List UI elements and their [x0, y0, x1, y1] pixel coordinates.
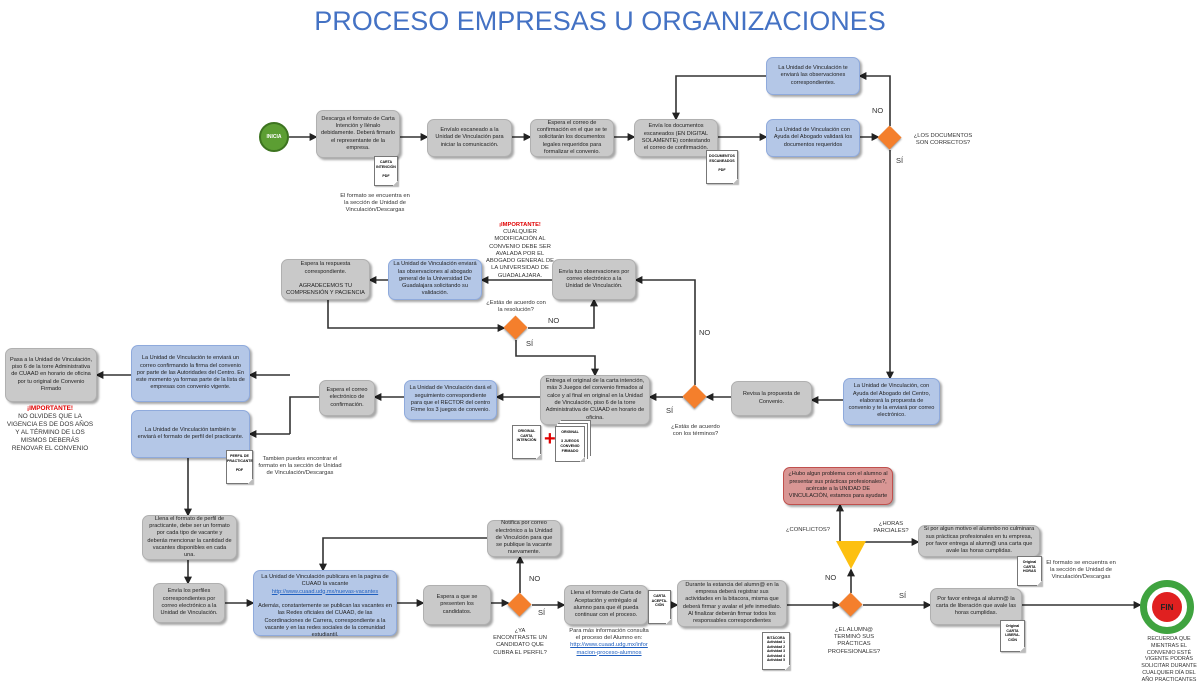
end-node: FIN	[1140, 580, 1194, 634]
step-descarga: Descarga el formato de Carta Intención y…	[316, 110, 400, 158]
yes-label: SÍ	[526, 339, 534, 348]
document-icon-carta-intencion: CARTA INTENCIÓN PDF	[374, 156, 398, 186]
step-carta-liberacion: Por favor entrega al alumn@ la carta de …	[930, 588, 1022, 625]
important-text: CUALQUIER MODIFICACIÓN AL CONVENIO DEBE …	[485, 229, 555, 279]
important-vigencia-note: ¡IMPORTANTE!NO OLVIDES QUE LA VIGENCIA E…	[6, 405, 94, 453]
start-node: INICIA	[259, 122, 289, 152]
step-problema: ¿Hubo algun problema con el alumno al pr…	[783, 467, 893, 505]
step-revisa-propuesta: Revisa la propuesta de Convenio.	[731, 381, 812, 416]
step-uv-abogado: La Unidad de Vinculación enviará las obs…	[388, 259, 482, 300]
question-horas-parciales: ¿HORAS PARCIALES?	[873, 521, 909, 535]
reminder-note: RECUERDA QUE MIENTRAS EL CONVENIO ESTÉ V…	[1141, 636, 1197, 683]
important-label: ¡IMPORTANTE!	[499, 222, 541, 228]
question-docs-correctos: ¿LOS DOCUMENTOS SON CORRECTOS?	[913, 133, 973, 147]
mas-info-text: Para más información consulta el proceso…	[569, 628, 649, 642]
no-label: NO	[548, 316, 560, 325]
question-candidato: ¿YA ENCONTRASTE UN CANDIDATO QUE CUBRA E…	[493, 628, 547, 656]
note-descargas-2: El formato se encuentra en la sección de…	[1046, 560, 1116, 581]
step-propuesta-convenio: La Unidad de Vinculación, con Ayuda del …	[843, 378, 940, 425]
question-termino: ¿EL ALUMN@ TERMINÓ SUS PRÁCTICAS PROFESI…	[827, 627, 881, 655]
step-entrega-original: Entrega el original de la carta intenció…	[540, 375, 650, 425]
step-espera-respuesta: Espera la respuesta correspondiente. AGR…	[281, 259, 370, 300]
end-label: FIN	[1152, 592, 1182, 622]
no-label: NO	[825, 573, 837, 582]
plus-icon: +	[544, 428, 556, 450]
step-espera-candidatos: Espera a que se presenten los candidatos…	[423, 585, 491, 625]
step-correo-firma: La Unidad de Vinculación te enviará un c…	[131, 345, 250, 402]
step-pasa-uv: Pasa a la Unidad de Vinculación, piso 6 …	[5, 348, 97, 402]
note-mas-info: Para más información consulta el proceso…	[568, 628, 650, 657]
step-notifica: Notifica por correo electrónico a la Uni…	[487, 520, 561, 557]
connector	[515, 340, 599, 377]
step-observaciones: La Unidad de Vinculación te enviará las …	[766, 57, 860, 95]
step-estancia: Durante la estancia del alumn@ en la emp…	[677, 580, 787, 627]
connector	[319, 537, 487, 572]
document-icon-perfil: PERFIL DE PRACTICANTE PDF	[226, 450, 253, 484]
no-label: NO	[872, 106, 884, 115]
step-envia-documentos: Envía los documentos escaneados (EN DIGI…	[634, 119, 718, 157]
page-title: PROCESO EMPRESAS U ORGANIZACIONES	[314, 6, 886, 36]
proceso-alumnos-link[interactable]: http://www.cuaad.udg.mx/informacion-proc…	[570, 642, 648, 656]
document-icon-carta-liberacion: Original CARTA LIBERA- CIÓN	[1000, 620, 1025, 652]
connector	[327, 300, 506, 332]
connector	[634, 276, 696, 385]
step-espera-correo: Espera el correo de confirmación en el q…	[530, 119, 614, 157]
question-acuerdo-resolucion: ¿Estás de acuerdo con la resolución?	[486, 300, 546, 314]
step-envia-observaciones: Envía tus observaciones por correo elect…	[552, 259, 636, 300]
vacantes-link[interactable]: http://www.cuaad.udg.mx/nuevas-vacantes	[271, 588, 379, 595]
question-acuerdo-terminos: ¿Estás de acuerdo con los términos?	[671, 424, 720, 438]
yes-label: SÍ	[666, 406, 674, 415]
yes-label: SÍ	[896, 156, 904, 165]
step-carta-aceptacion: Llena el formato de Carta de Aceptación …	[564, 585, 648, 625]
step-envialo: Envíalo escaneado a la Unidad de Vincula…	[427, 119, 512, 157]
connector	[528, 298, 598, 329]
yes-label: SÍ	[538, 608, 546, 617]
no-label: NO	[529, 574, 541, 583]
step-seguimiento-rector: La Unidad de Vinculación dará el seguimi…	[404, 380, 497, 420]
note-perfil-descargas: Tambien puedes encontrar el formato en l…	[258, 456, 342, 477]
step-horas-parciales: Si por algun motivo el alumnbo no culmin…	[918, 525, 1040, 557]
document-icon-juegos-convenio: ORIGINAL 3 JUEGOS CONVENIO FIRMADO	[555, 426, 585, 462]
note-descargas: El formato se encuentra en la sección de…	[340, 193, 410, 214]
connector	[858, 72, 891, 126]
no-label: NO	[699, 328, 711, 337]
step-formato-perfil: La Unidad de Vinculación también te envi…	[131, 410, 250, 458]
important-text: NO OLVIDES QUE LA VIGENCIA ES DE DOS AÑO…	[6, 413, 94, 452]
document-icon-escaneados: DOCUMENTOS ESCANEADOS PDF	[706, 150, 738, 184]
step-publica-vacante: La Unidad de Vinculación publicara en la…	[253, 570, 397, 639]
question-conflictos: ¿CONFLICTOS?	[785, 527, 831, 533]
yes-label: SÍ	[899, 591, 907, 600]
document-icon-carta-aceptacion: CARTA ACEPTA- CIÓN	[648, 590, 671, 624]
connector	[672, 75, 766, 121]
document-icon-original-carta: ORIGINAL CARTA INTENCIÓN	[512, 425, 541, 459]
document-icon-bitacora: BITÁCORA Actividad 1 Actividad 2 Activid…	[762, 632, 790, 670]
important-label: ¡IMPORTANTE!	[26, 405, 74, 412]
document-icon-carta-horas: Original CARTA HORAS	[1017, 556, 1042, 586]
important-convenio-note: ¡IMPORTANTE!CUALQUIER MODIFICACIÓN AL CO…	[484, 222, 556, 280]
step-llena-perfil: Llena el formato de perfil de practicant…	[142, 515, 237, 560]
step-valida: La Unidad de Vinculación con Ayuda del A…	[766, 119, 860, 157]
step-espera-confirmacion: Espera el correo electrónico de confirma…	[319, 380, 375, 416]
step-envia-perfiles: Envía los perfiles correspondientes por …	[153, 583, 225, 623]
publica-redes-text: Además, constantemente se publican las v…	[258, 603, 392, 639]
publica-text: La Unidad de Vinculación publicara en la…	[261, 574, 389, 588]
merge-triangle	[836, 541, 866, 569]
